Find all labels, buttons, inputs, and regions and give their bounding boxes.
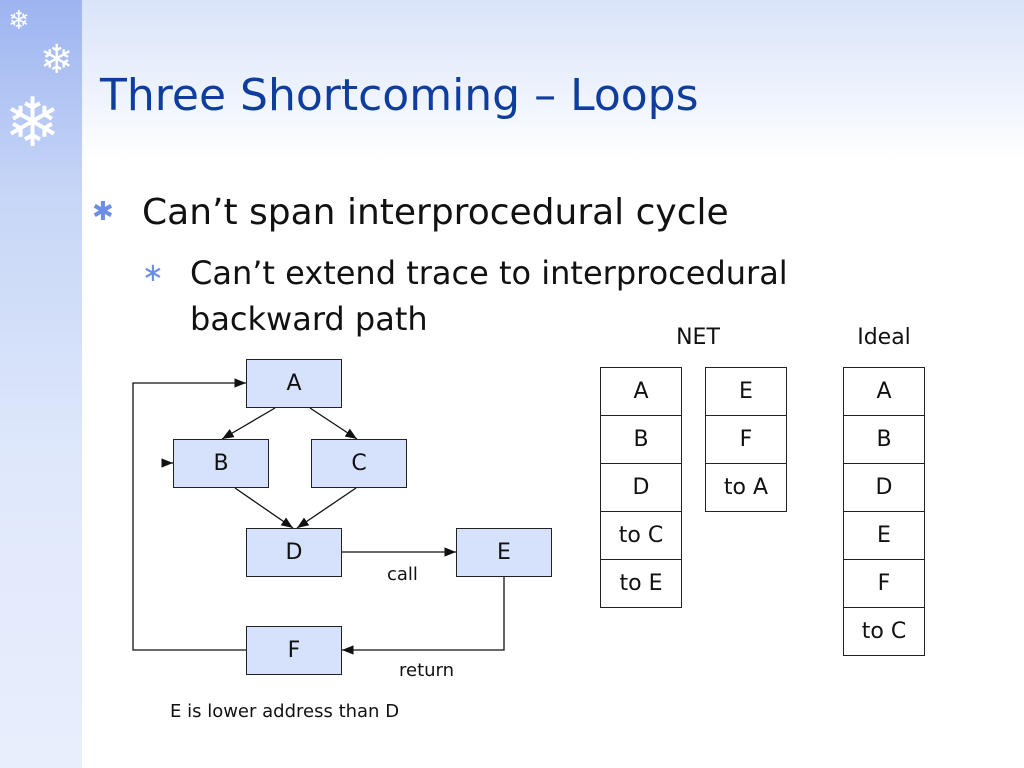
snowflake-icon: ❄ — [8, 6, 30, 36]
asterisk-icon: ∗ — [142, 258, 164, 288]
left-decorative-band: ❄ ❄ ❄ — [0, 0, 82, 768]
node-b: B — [173, 439, 269, 488]
trace-cell: to E — [600, 559, 682, 608]
trace-cell: F — [843, 559, 925, 608]
trace-cell: to A — [705, 463, 787, 512]
bullet-level-1-text: Can’t span interprocedural cycle — [142, 192, 729, 233]
ideal-trace: A B D E F to C — [843, 367, 925, 656]
trace-cell: A — [600, 367, 682, 416]
trace-cell: A — [843, 367, 925, 416]
node-d: D — [246, 528, 342, 577]
trace-cell: E — [705, 367, 787, 416]
bullet-level-1: ✱ Can’t span interprocedural cycle — [92, 192, 729, 233]
net-trace-2: E F to A — [705, 367, 787, 512]
edge-a-b — [221, 407, 276, 440]
node-a: A — [246, 359, 342, 408]
edge-b-d — [234, 487, 294, 529]
address-note: E is lower address than D — [170, 701, 400, 722]
trace-cell: D — [600, 463, 682, 512]
trace-cell: D — [843, 463, 925, 512]
edge-c-d — [296, 487, 357, 529]
node-f: F — [246, 626, 342, 675]
trace-cell: to C — [600, 511, 682, 560]
ideal-header: Ideal — [857, 325, 911, 350]
node-c: C — [311, 439, 407, 488]
call-label: call — [387, 564, 418, 585]
slide-title: Three Shortcoming – Loops — [100, 70, 699, 121]
bullet-level-2: ∗ Can’t extend trace to interprocedural … — [142, 250, 842, 342]
trace-cell: E — [843, 511, 925, 560]
net-header: NET — [676, 325, 720, 350]
top-gradient-band — [82, 0, 1024, 160]
trace-cell: to C — [843, 607, 925, 656]
asterisk-icon: ✱ — [92, 197, 114, 227]
bullet-level-2-text: Can’t extend trace to interprocedural ba… — [190, 254, 788, 338]
net-trace-1: A B D to C to E — [600, 367, 682, 608]
return-label: return — [399, 660, 455, 681]
node-e: E — [456, 528, 552, 577]
edge-e-f-return — [342, 576, 505, 655]
trace-cell: B — [600, 415, 682, 464]
edge-a-c — [309, 407, 358, 440]
snowflake-icon: ❄ — [4, 84, 61, 163]
trace-cell: B — [843, 415, 925, 464]
trace-cell: F — [705, 415, 787, 464]
edge-f-a-backward — [132, 378, 246, 651]
snowflake-icon: ❄ — [40, 37, 74, 83]
